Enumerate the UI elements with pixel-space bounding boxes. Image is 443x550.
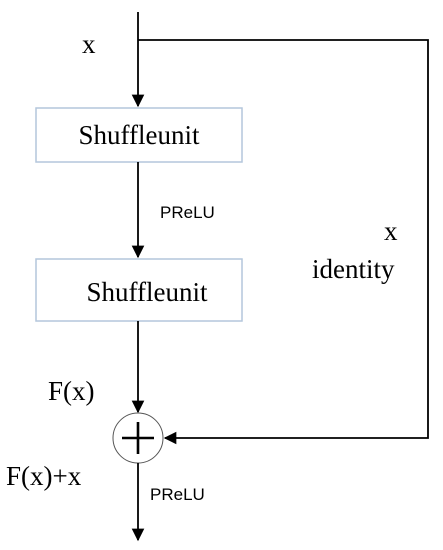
sum-label: F(x)+x xyxy=(6,461,82,491)
plus-icon xyxy=(122,422,154,454)
residual-label: F(x) xyxy=(48,376,95,406)
shuffleunit-block-2 xyxy=(35,258,243,322)
shuffleunit-block-1-label: Shuffleunit xyxy=(79,120,200,150)
shuffleunit-block-1 xyxy=(35,107,243,163)
activation-label-mid: PReLU xyxy=(160,203,215,222)
identity-shortcut-path xyxy=(138,39,429,445)
sum-node xyxy=(112,412,164,464)
shuffleunit-block-2-label: Shuffleunit xyxy=(87,277,208,307)
input-label: x xyxy=(82,29,96,59)
activation-label-output: PReLU xyxy=(150,485,205,504)
shortcut-name-label: identity xyxy=(312,254,395,284)
shortcut-var-label: x xyxy=(384,216,398,246)
